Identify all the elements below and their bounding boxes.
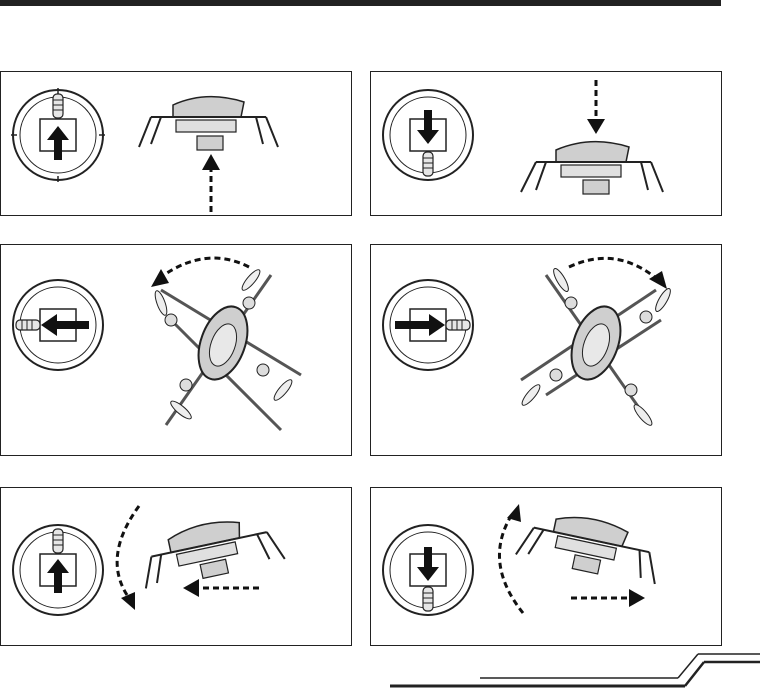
panel-yaw-left (0, 244, 352, 456)
rotate-left-arrow-icon (151, 258, 249, 287)
arrow-right-dashed-icon (571, 589, 645, 607)
arrow-left-dashed-icon (183, 579, 259, 597)
drone-side-icon (135, 510, 285, 591)
tilt-arrow-icon (499, 504, 523, 613)
drone-side-icon (521, 142, 663, 194)
panel-pitch-backward (370, 487, 722, 646)
arrow-up-dashed-icon (202, 154, 220, 212)
drone-side-icon (515, 505, 665, 586)
panel-pitch-forward (0, 487, 352, 646)
drone-top-icon (520, 267, 673, 428)
panel-throttle-up (0, 71, 352, 216)
drone-side-icon (139, 97, 278, 150)
panel-throttle-down (370, 71, 722, 216)
tilt-arrow-icon (117, 506, 139, 610)
header-rule (0, 0, 721, 6)
panel-yaw-right (370, 244, 722, 456)
rotate-right-arrow-icon (569, 258, 667, 289)
arrow-down-dashed-icon (587, 80, 605, 134)
drone-top-icon (153, 267, 301, 430)
footer-rule (0, 640, 760, 689)
